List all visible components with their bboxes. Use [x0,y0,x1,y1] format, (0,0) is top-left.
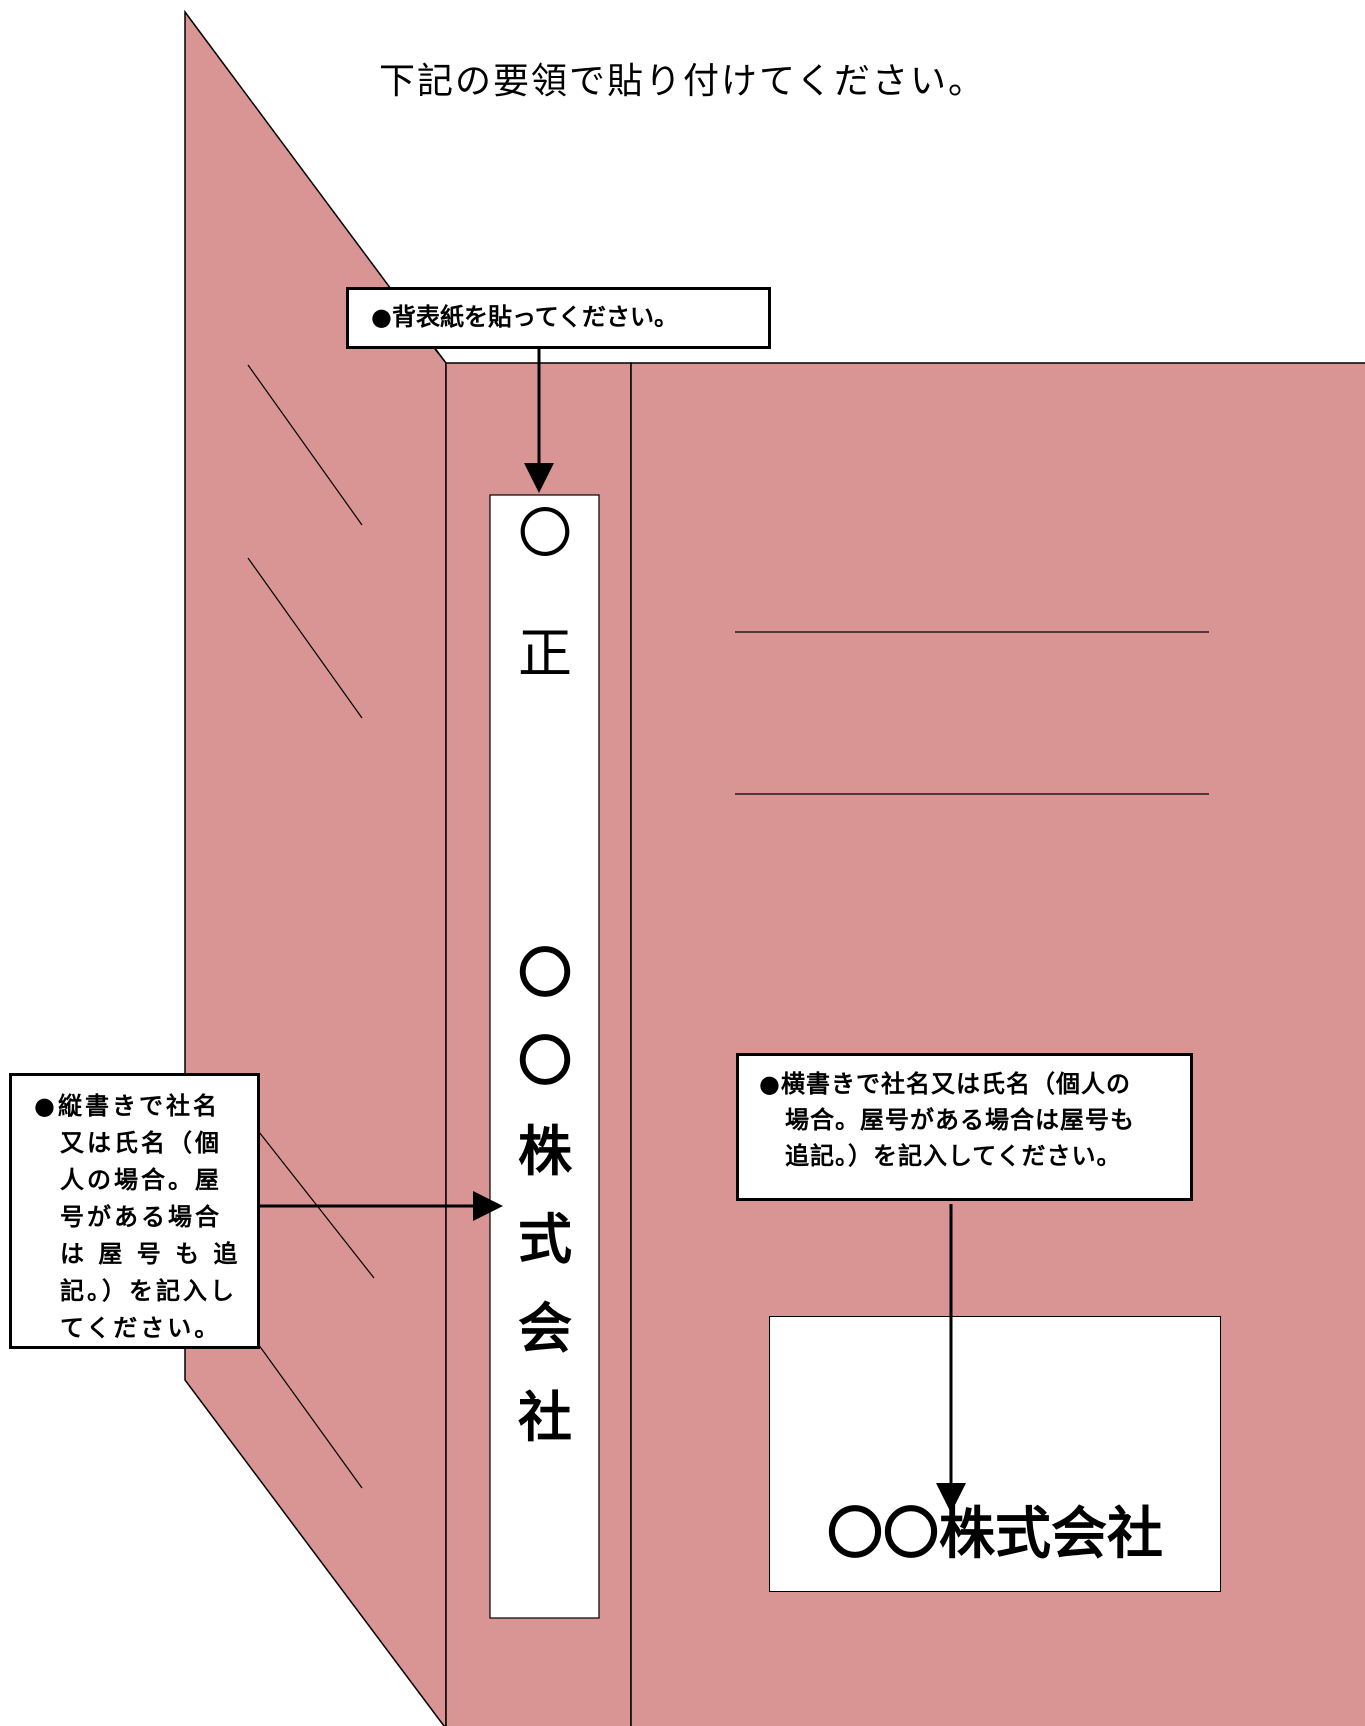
spine-instruction-callout: ●背表紙を貼ってください。 [346,287,771,349]
cover-diagonal-line-2 [247,557,363,719]
callout-bullet: ● [759,1070,781,1098]
callout-bullet: ● [34,1092,58,1120]
spine-char-kai: 会 [518,1297,572,1360]
callout-line: 記。）を記入し [60,1277,237,1305]
cover-diagonal-line-3 [247,1117,375,1279]
callout-line: 号がある場合 [60,1203,222,1231]
spine-char-shiki: 式 [518,1208,572,1271]
callout-line: てください。 [60,1314,222,1342]
vertical-instruction-callout: ●縦書きで社名 又は氏名（個 人の場合。屋 号がある場合 は 屋 号 も 追 記… [9,1073,260,1349]
spine-circle-top: 〇 [518,502,572,565]
spine-char-sha: 社 [518,1386,572,1449]
spine-circle-1: 〇 [518,942,572,1005]
spine-label-strip [489,494,600,1619]
callout-line: 縦書きで社名 [57,1092,220,1120]
callout-line: 追記。）を記入してください。 [785,1142,1122,1170]
callout-line: 人の場合。屋 [60,1166,222,1194]
callout-line: 横書きで社名又は氏名（個人の [780,1070,1131,1098]
spine-circle-2: 〇 [518,1030,572,1093]
cover-diagonal-line-1 [247,364,363,526]
front-cover-label [769,1316,1221,1592]
callout-line: 場合。屋号がある場合は屋号も [785,1106,1135,1134]
callout-line: 又は氏名（個 [60,1129,222,1157]
spine-sei-char: 正 [518,622,572,685]
cover-diagonal-line-4 [247,1329,363,1489]
horizontal-instruction-callout: ●横書きで社名又は氏名（個人の 場合。屋号がある場合は屋号も 追記。）を記入して… [736,1053,1193,1201]
front-label-company-name: 〇〇株式会社 [827,1502,1163,1567]
spine-char-kabu: 株 [518,1120,572,1183]
callout-line: は 屋 号 も 追 [60,1240,241,1268]
page-title: 下記の要領で貼り付けてください。 [379,61,986,102]
